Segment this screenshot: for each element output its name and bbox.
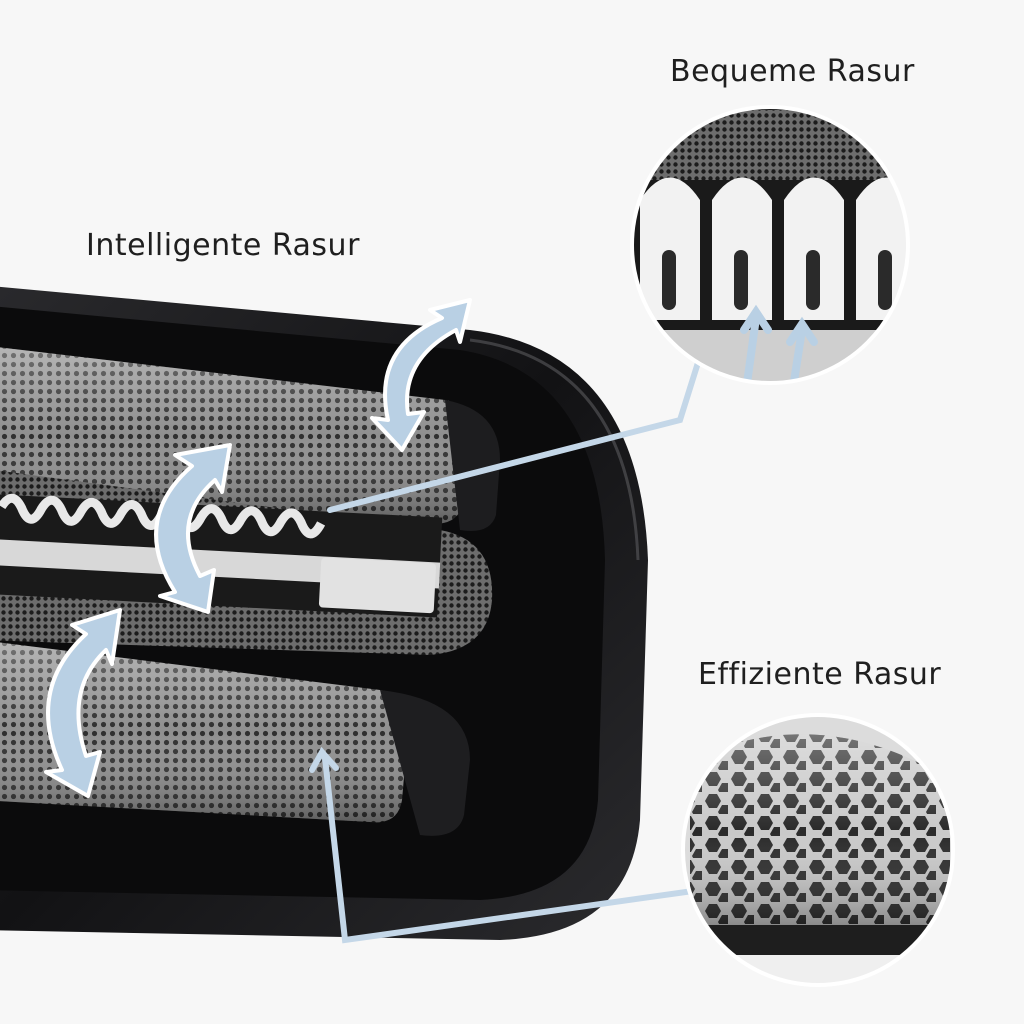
upper-foil bbox=[0, 347, 500, 531]
pivot-arrow-icon bbox=[44, 298, 472, 798]
trimmer-detail-zoom bbox=[632, 107, 908, 383]
label-intelligent-shave: Intelligente Rasur bbox=[86, 228, 360, 263]
lower-foil bbox=[0, 642, 470, 836]
label-efficient-shave: Effiziente Rasur bbox=[698, 657, 942, 692]
label-comfortable-shave: Bequeme Rasur bbox=[670, 54, 915, 89]
middle-trimmer bbox=[0, 470, 493, 655]
